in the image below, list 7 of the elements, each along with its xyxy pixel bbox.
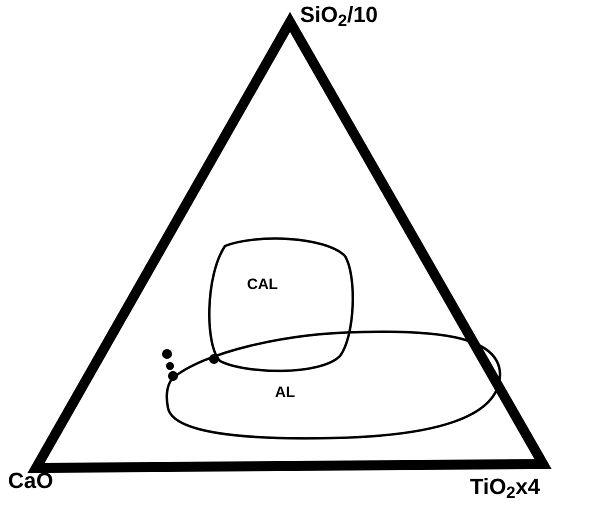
field-label: CAL <box>247 275 278 295</box>
axis-label: TiO$_{2}$x4 <box>470 476 540 498</box>
axis-label: CaO <box>8 470 54 492</box>
field-outline <box>205 236 355 374</box>
field-outline <box>163 328 502 440</box>
axis-label: SiO$_{2}$/10 <box>300 4 378 26</box>
field-label: AL <box>275 383 295 403</box>
